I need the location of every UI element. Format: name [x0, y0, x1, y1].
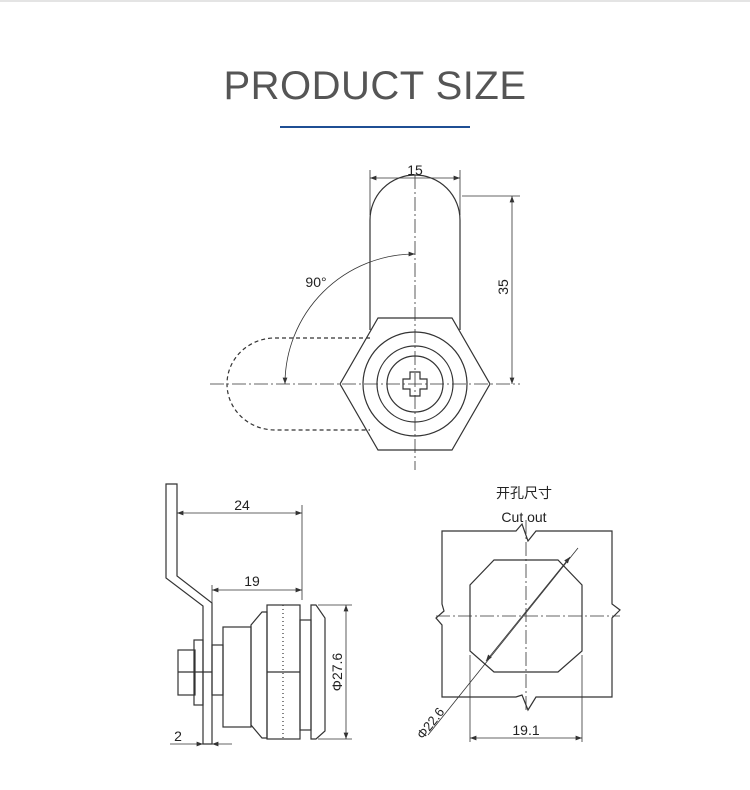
bracket-dim-label: 2: [174, 728, 182, 744]
cutout-drawing: [427, 520, 621, 742]
hex-nut: [339, 317, 491, 451]
angle-label: 90°: [305, 274, 326, 290]
cam-bracket: [165, 483, 213, 745]
width-dim-label: 15: [407, 162, 423, 178]
body-dim-label: 19: [244, 573, 260, 589]
title-underline: [280, 126, 470, 128]
cutout-label-en: Cut out: [501, 509, 546, 525]
front-view-drawing: [210, 170, 520, 470]
diameter-dim-label: Φ27.6: [329, 653, 345, 692]
overall-dim-label: 24: [234, 497, 250, 513]
height-dim-label: 35: [495, 279, 511, 295]
cutout-diameter-label: Φ22.6: [414, 705, 448, 742]
cutout-label-cn: 开孔尺寸: [496, 485, 552, 501]
top-divider: [0, 0, 750, 2]
side-view-drawing: [165, 483, 352, 747]
page-title: PRODUCT SIZE: [223, 64, 527, 108]
cutout-width-label: 19.1: [512, 722, 539, 738]
